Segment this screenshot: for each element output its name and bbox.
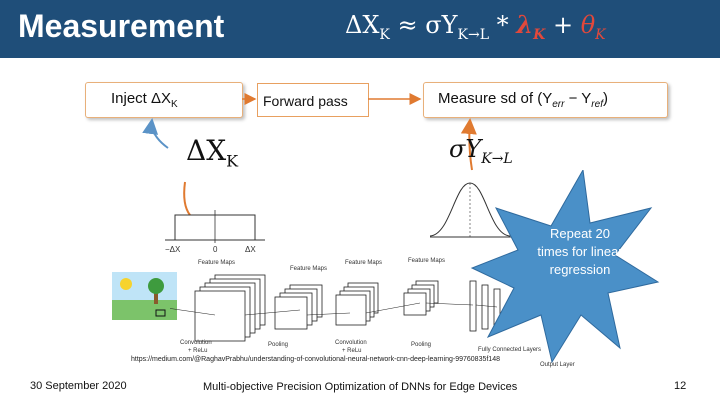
forward-pass-box: Forward pass: [257, 83, 369, 117]
page-number: 12: [674, 380, 687, 392]
formula-lhs-sub: K: [379, 26, 390, 43]
arrow-delta-down: [183, 181, 191, 216]
relu2-label: + ReLu: [342, 348, 362, 354]
measure-label: Measure sd of (Y: [438, 90, 553, 107]
header-bar: Measurement ΔXK ≈ σYK→L * λK + θK: [0, 0, 720, 58]
fc-label: Fully Connected Layers: [478, 347, 542, 353]
sigma-big: σY: [449, 135, 482, 163]
conv1-label: Convolution: [180, 340, 212, 346]
dist-label-left: −ΔX: [165, 245, 181, 254]
repeat-star-shape: [470, 170, 660, 364]
feature-maps-label-3: Feature Maps: [345, 260, 383, 266]
measure-close: ): [602, 90, 608, 107]
dist-label-zero: 0: [213, 245, 218, 254]
sigma-label: σYK→L: [449, 135, 513, 167]
cnn-architecture-diagram: [170, 274, 501, 342]
formula-sigma: σY: [425, 11, 458, 39]
footer-date: 30 September 2020: [30, 380, 127, 392]
inject-label: Inject ΔX: [111, 90, 172, 107]
page-title: Measurement: [18, 8, 225, 44]
delta-xk-label: ΔXK: [186, 134, 238, 171]
measure-box: Measure sd of (Yerr − Yref): [423, 82, 668, 118]
formula-plus: +: [552, 11, 574, 39]
input-landscape-image: [112, 272, 177, 320]
formula-approx: ≈: [397, 11, 418, 39]
footer-title: Multi-objective Precision Optimization o…: [203, 381, 518, 393]
relu1-label: + ReLu: [188, 348, 208, 354]
conv2-label: Convolution: [335, 340, 367, 346]
output-label: Output Layer: [540, 362, 575, 368]
feature-maps-label-1: Feature Maps: [198, 260, 236, 266]
arrow-delta-to-inject: [142, 118, 169, 149]
measure-err: err: [552, 99, 565, 110]
header-formula: ΔXK ≈ σYK→L * λK + θK: [345, 10, 606, 43]
feature-maps-label-4: Feature Maps: [408, 258, 446, 264]
formula-times: *: [496, 11, 509, 39]
feature-maps-label-2: Feature Maps: [290, 266, 328, 272]
sigma-big-sub: K→L: [481, 150, 513, 167]
formula-lambda-sub: K: [533, 26, 546, 43]
source-url[interactable]: https://medium.com/@RaghavPrabhu/underst…: [131, 356, 500, 363]
delta-big-sub: K: [226, 151, 239, 171]
dist-label-right: ΔX: [245, 245, 256, 254]
formula-theta: θ: [580, 11, 596, 39]
gaussian-curve-plot: [429, 182, 513, 238]
formula-theta-sub: K: [595, 26, 606, 43]
formula-lambda: λ: [516, 10, 534, 39]
inject-label-sub: K: [171, 99, 178, 110]
uniform-distribution-plot: [165, 210, 265, 243]
measure-ref: ref: [591, 99, 603, 110]
repeat-star-text: Repeat 20 times for linear regression: [537, 226, 623, 277]
pooling1-label: Pooling: [268, 342, 289, 348]
delta-big: ΔX: [186, 134, 227, 167]
formula-sigma-sub: K→L: [457, 26, 490, 43]
forward-pass-label: Forward pass: [263, 93, 348, 109]
pooling2-label: Pooling: [411, 342, 432, 348]
inject-box: Inject ΔXK: [85, 82, 243, 118]
measure-mid: − Y: [564, 90, 592, 107]
formula-lhs: ΔX: [345, 11, 380, 39]
arrow-sigma-to-measure: [460, 118, 477, 171]
